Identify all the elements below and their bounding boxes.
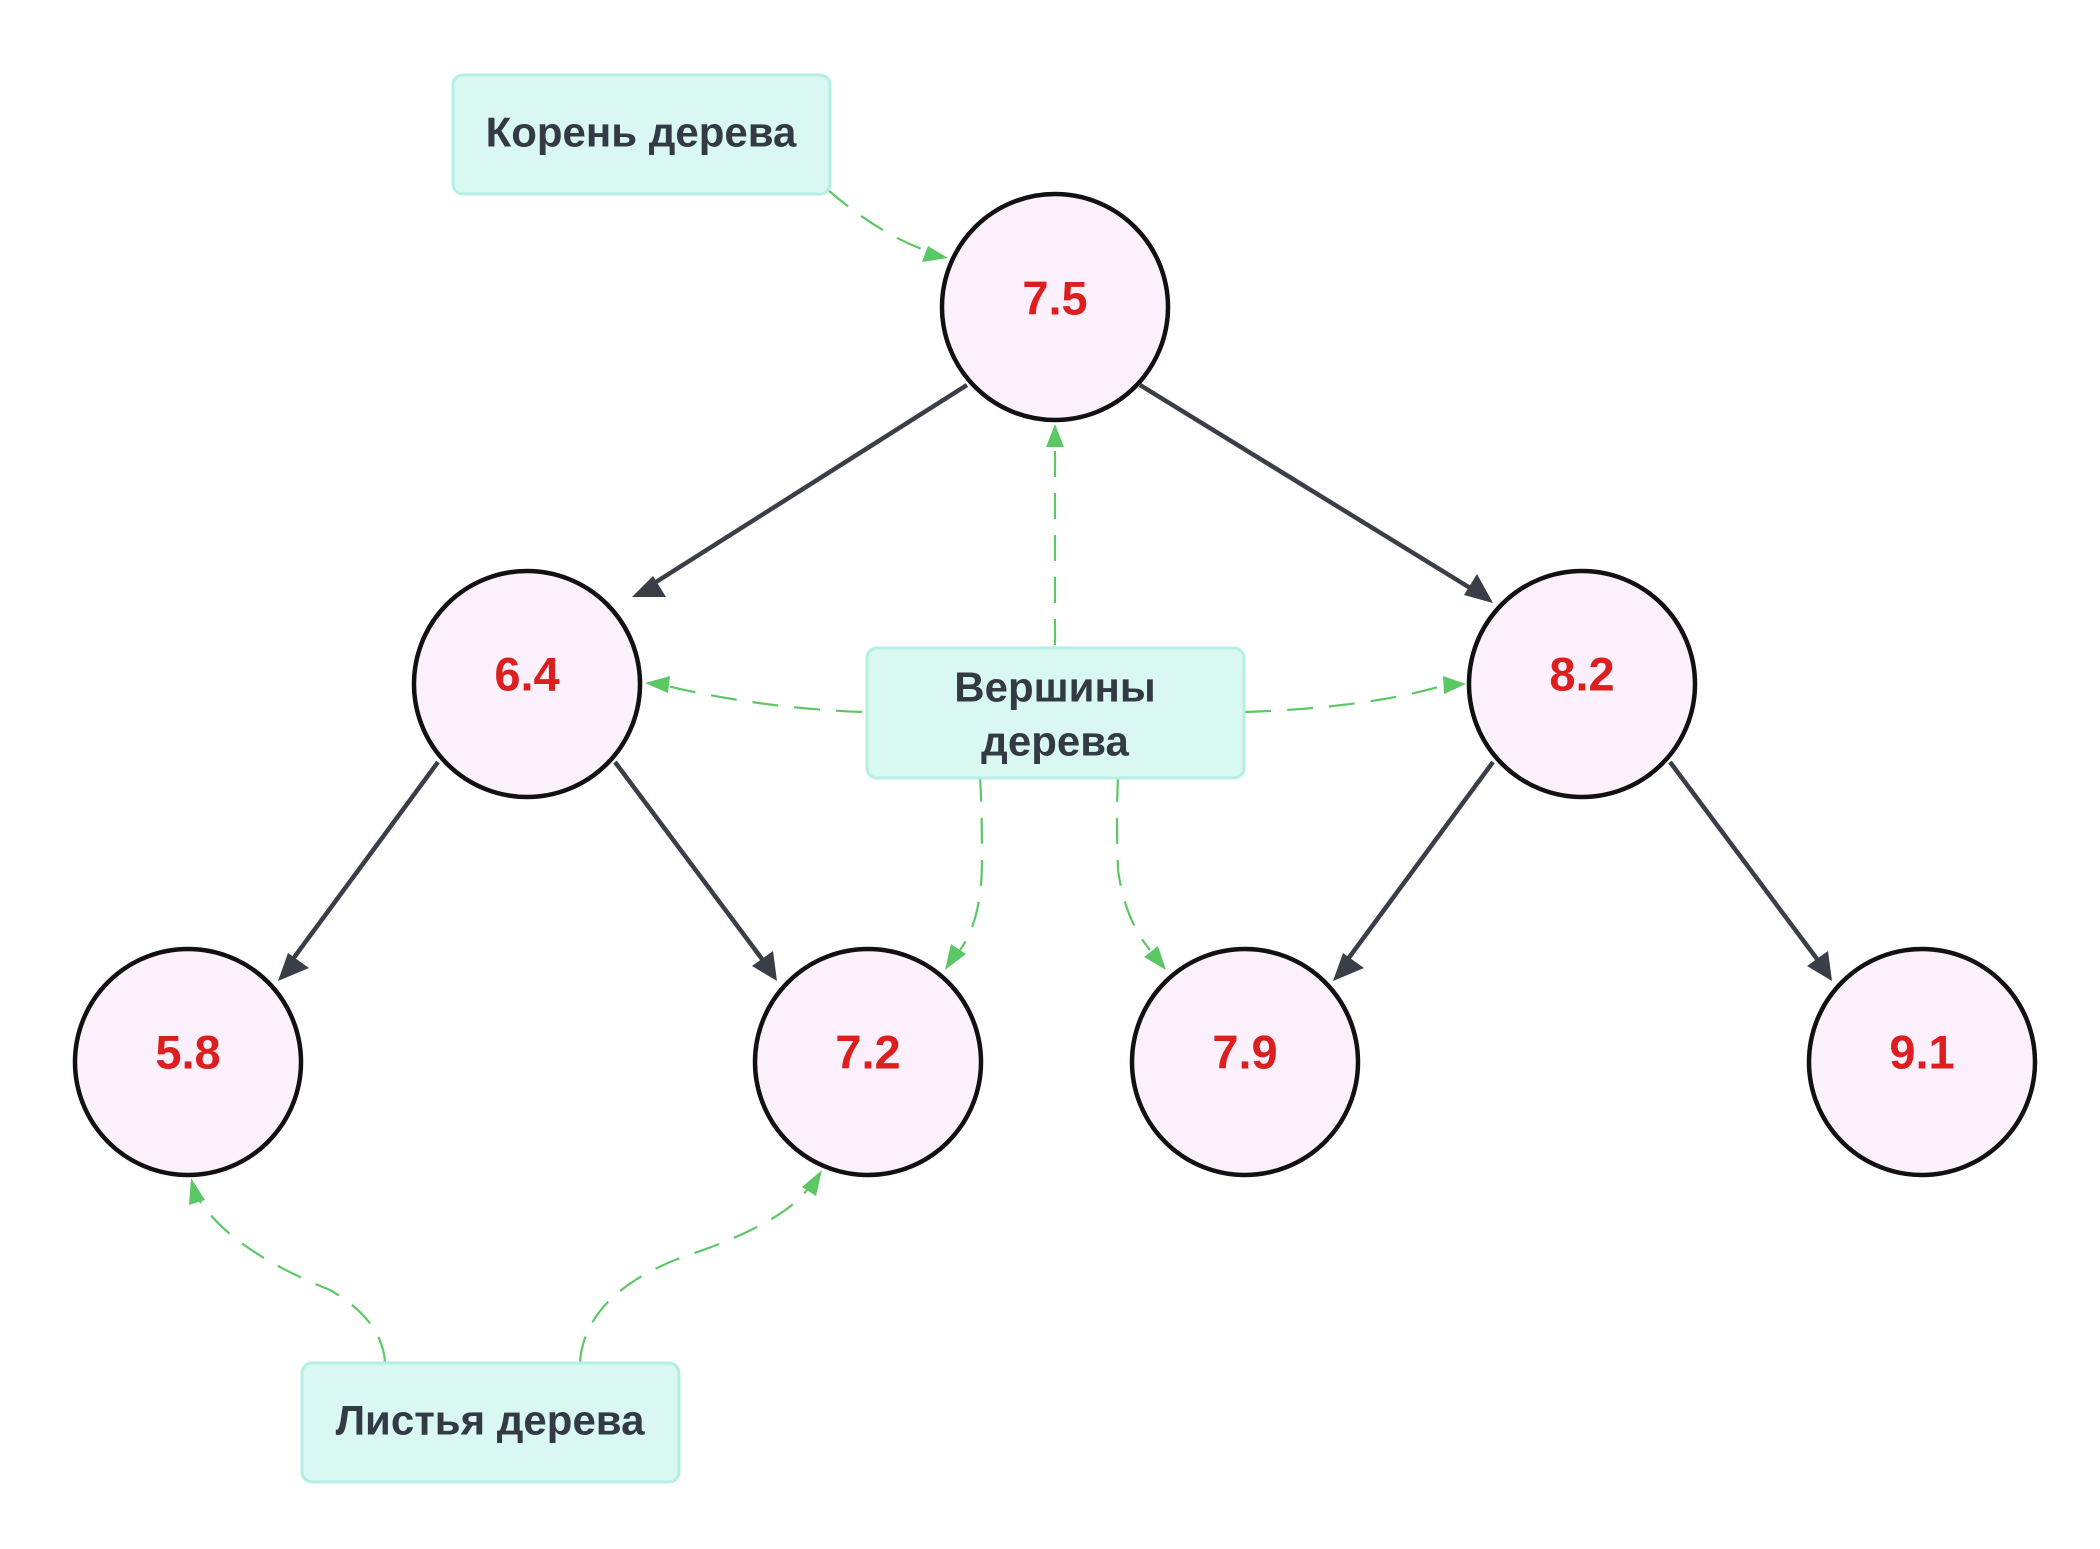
note-vertices: Вершины дерева [865,646,1246,780]
edge-left-leftleft-arrowhead [278,953,309,981]
node-right-right-circle [1806,946,2038,1178]
note-root-label: Корень дерева [486,109,797,156]
node-right-left: 7.9 [1129,946,1361,1178]
node-left-left-value: 5.8 [155,1026,220,1079]
node-right-right: 9.1 [1806,946,2038,1178]
edge-right-rightleft-arrowhead [1333,953,1364,981]
node-root-circle [939,191,1171,423]
node-right: 8.2 [1466,568,1698,800]
edge-left-leftright-arrowhead [752,951,777,981]
node-root: 7.5 [939,191,1171,423]
note-leaves-label: Листья дерева [336,1397,646,1444]
pointer-vertices-to-right-arrowhead [1443,676,1466,694]
edge-root-right-arrowhead [1464,574,1493,603]
note-root: Корень дерева [451,73,832,196]
node-left-right-value: 7.2 [835,1026,900,1079]
node-right-left-value: 7.9 [1212,1026,1277,1079]
note-vertices-label-line1: Вершины [954,664,1155,711]
pointer-leaves-to-leftright [578,1189,808,1363]
note-leaves: Листья дерева [300,1361,681,1484]
pointer-vertices-to-rightleft [1115,775,1151,951]
pointer-root-note-arrowhead [922,246,948,262]
note-root-box [451,73,832,196]
pointer-vertices-to-leftright-arrowhead [945,944,966,970]
pointer-vertices-to-rightleft-arrowhead [1144,946,1166,970]
tree-edges [278,383,1832,981]
node-right-right-value: 9.1 [1889,1026,1954,1079]
pointer-vertices-to-left [666,684,863,714]
pointer-root-note-to-root [827,189,931,254]
edge-right-rightleft [1343,760,1495,965]
pointer-vertices-to-leftright [959,775,984,951]
note-vertices-label-line2: дерева [981,718,1129,765]
node-left-circle [411,568,643,800]
node-left-left-circle [72,946,304,1178]
pointer-leaves-to-leftright-arrowhead [802,1170,822,1196]
edge-left-leftright [613,760,767,965]
node-left: 6.4 [411,568,643,800]
pointer-leaves-to-leftleft [197,1197,387,1363]
node-root-value: 7.5 [1022,272,1087,325]
node-left-right-circle [752,946,984,1178]
pointer-vertices-to-root-arrowhead [1046,424,1064,447]
edge-root-left-arrowhead [632,576,666,597]
note-leaves-box [300,1361,681,1484]
edge-left-leftleft [288,760,440,965]
note-vertices-box [865,646,1246,780]
node-left-value: 6.4 [494,648,559,701]
edge-root-right [1138,383,1477,593]
edge-right-rightright-arrowhead [1807,951,1832,981]
node-right-value: 8.2 [1549,648,1614,701]
node-left-right: 7.2 [752,946,984,1178]
edge-right-rightright [1668,760,1822,965]
node-right-circle [1466,568,1698,800]
edge-root-left [643,383,969,591]
node-left-left: 5.8 [72,946,304,1178]
pointer-vertices-to-right [1244,684,1443,714]
pointer-leaves-to-leftleft-arrowhead [189,1178,205,1205]
pointer-vertices-to-left-arrowhead [645,676,670,693]
node-right-left-circle [1129,946,1361,1178]
annotation-pointers [189,189,1466,1363]
